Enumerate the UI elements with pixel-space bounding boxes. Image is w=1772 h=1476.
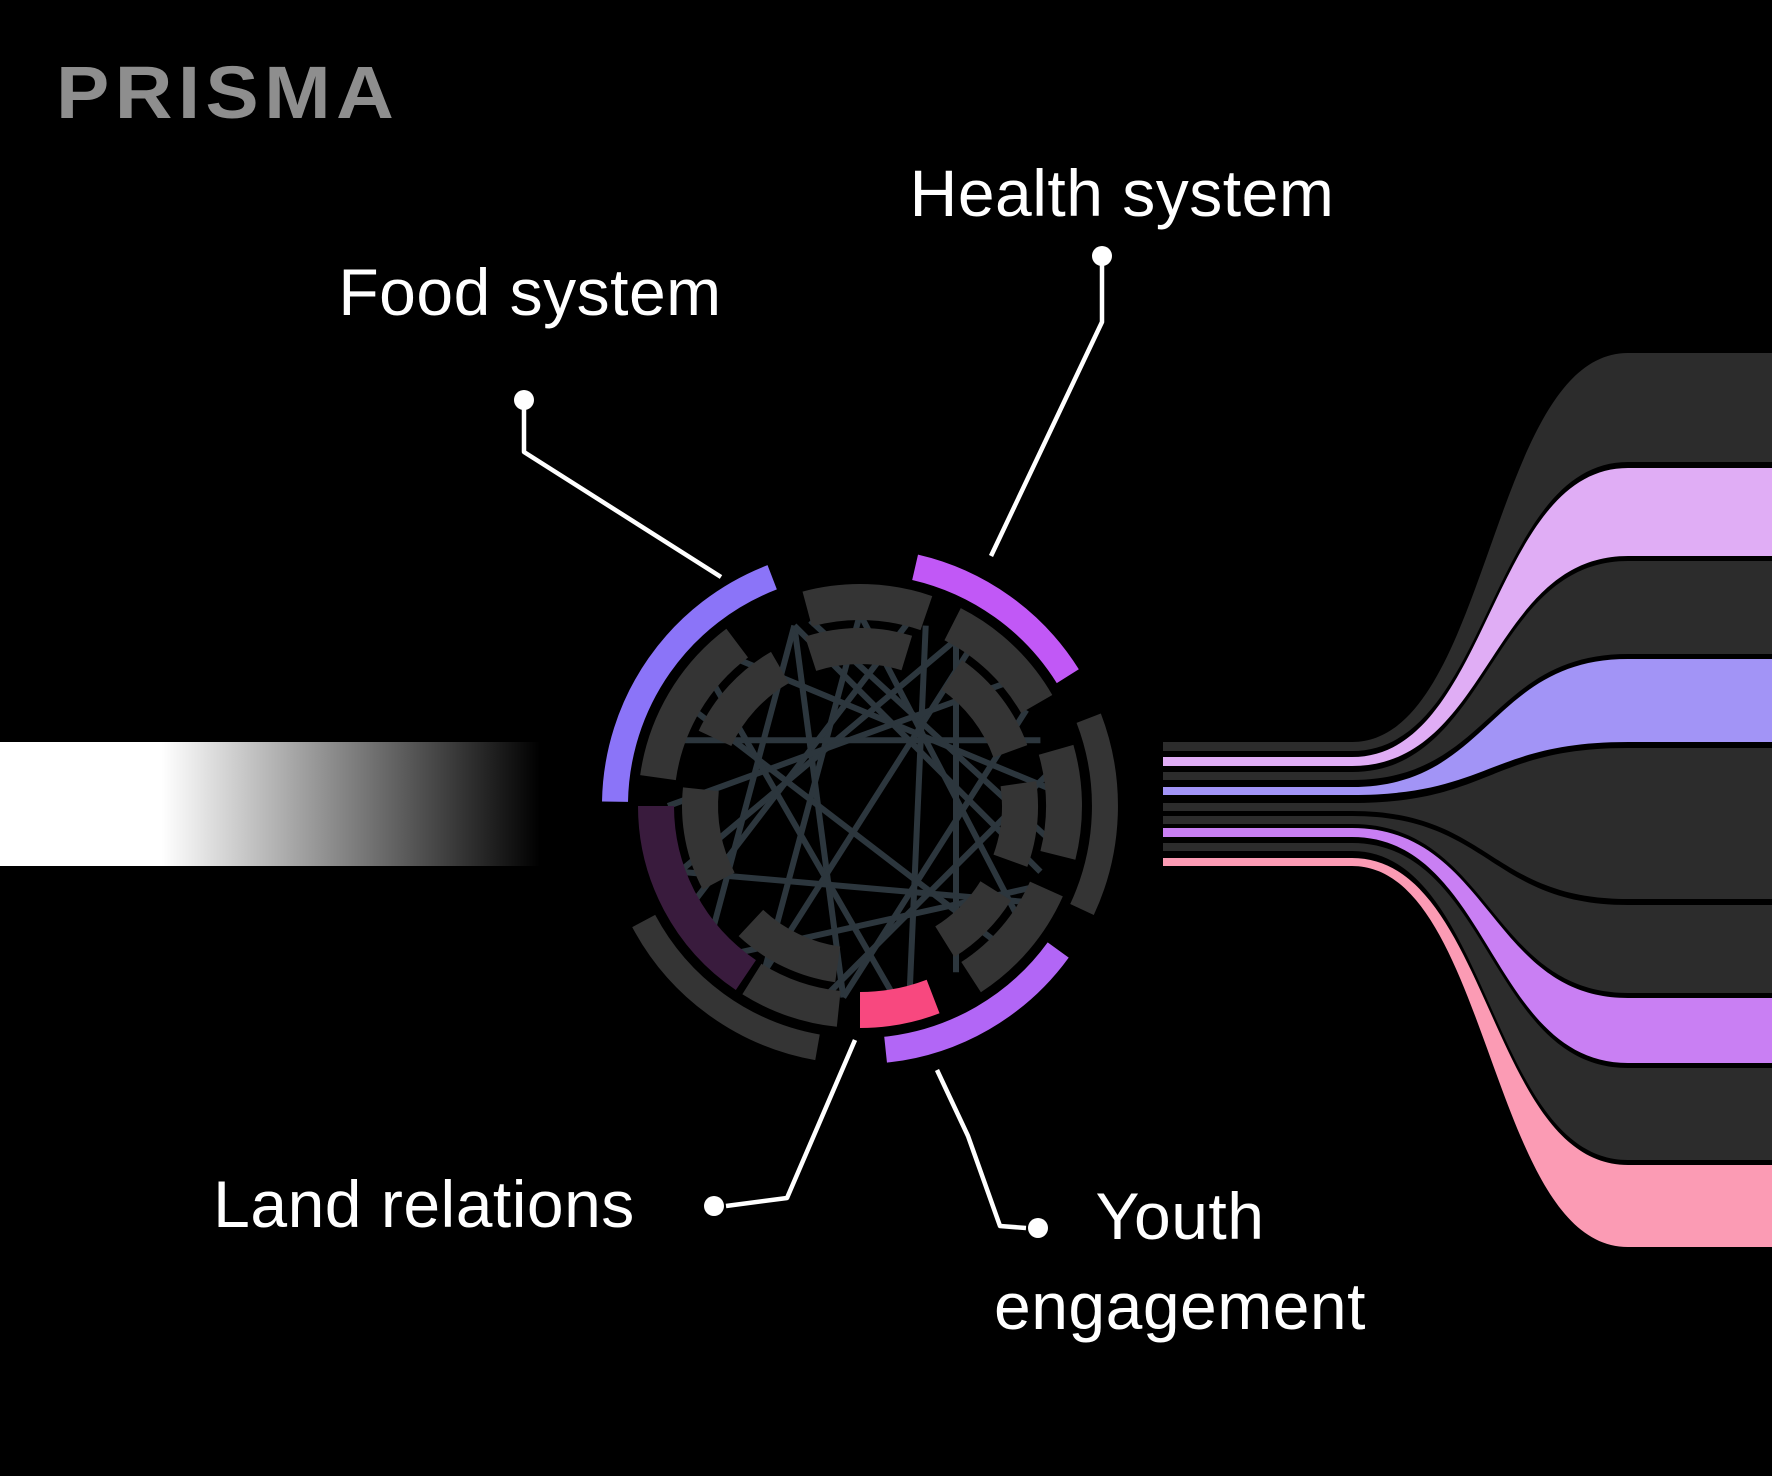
inner-dark-right-arc xyxy=(993,781,1038,867)
band-dark-2 xyxy=(1163,561,1772,780)
food-system-arc xyxy=(602,565,777,802)
chord-line xyxy=(906,625,929,992)
land-leader-dot xyxy=(704,1196,724,1216)
chord-line xyxy=(761,647,973,974)
youth-engagement-label-line1: Youth xyxy=(1095,1179,1265,1253)
chord-line xyxy=(679,868,1027,905)
chord-line xyxy=(677,637,958,874)
food-leader-line xyxy=(521,404,723,579)
chord-line xyxy=(691,707,998,945)
inner-dark-upper-left-arc xyxy=(698,651,790,747)
health-system-label: Health system xyxy=(909,156,1335,230)
band-dark-5 xyxy=(1163,843,1772,1160)
youth-engagement-arc xyxy=(884,942,1069,1063)
mid-dark-bottom-right-arc xyxy=(960,881,1063,993)
band-dark-1 xyxy=(1163,353,1772,751)
land-relations-arc xyxy=(859,979,940,1029)
mid-dark-bottom-left-arc xyxy=(742,963,842,1027)
youth-leader-dot xyxy=(1028,1218,1048,1238)
health-system-arc xyxy=(912,554,1079,684)
inner-dark-left-arc xyxy=(682,787,735,890)
mid-dark-top-right-arc xyxy=(944,608,1053,714)
youth-engagement-label-line2: engagement xyxy=(994,1269,1366,1343)
inner-dark-top-right-arc xyxy=(941,660,1028,758)
band-plum xyxy=(1163,468,1772,766)
band-dark-4 xyxy=(1163,816,1772,993)
band-dark-3 xyxy=(1163,748,1772,899)
chord-line xyxy=(666,679,1009,809)
land-relations-label: Land relations xyxy=(213,1167,635,1241)
band-periwinkle xyxy=(1163,659,1772,795)
plum-arc xyxy=(638,805,757,991)
youth-leader-line xyxy=(934,1069,1027,1231)
chord-line xyxy=(691,618,913,904)
mid-dark-right-arc xyxy=(1038,744,1082,860)
band-pink xyxy=(1163,858,1772,1247)
land-leader-line xyxy=(725,1039,858,1209)
band-orchid xyxy=(1163,828,1772,1063)
outer-dark-right-arc xyxy=(1070,713,1118,915)
mid-dark-top-arc xyxy=(802,584,933,631)
chord-line xyxy=(710,681,896,997)
white-light-beam xyxy=(0,742,540,866)
outer-dark-bottom-left-arc xyxy=(632,914,820,1061)
chord-line xyxy=(792,623,1043,874)
prisma-logo: PRISMA xyxy=(56,51,400,134)
inner-dark-top-arc xyxy=(805,628,913,672)
food-system-label: Food system xyxy=(338,255,722,329)
health-leader-line xyxy=(988,262,1105,557)
inner-dark-bottom-right-arc xyxy=(934,880,1011,957)
inner-dark-bottom-left-arc xyxy=(738,909,841,983)
health-leader-dot xyxy=(1092,246,1112,266)
mid-dark-left-arc xyxy=(640,628,749,781)
food-leader-dot xyxy=(514,390,534,410)
